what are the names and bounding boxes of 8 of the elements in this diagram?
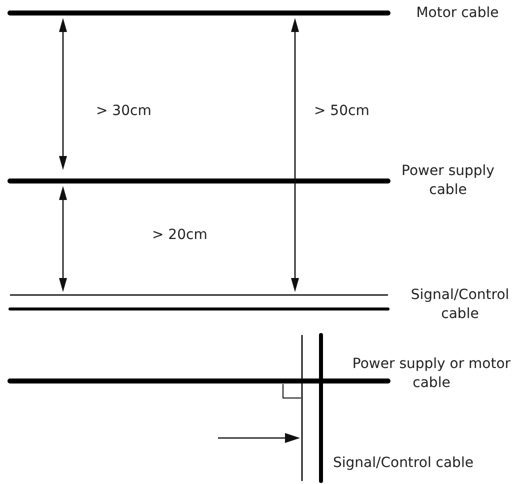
cable-label: Power supply or motor cable [351, 355, 512, 393]
cable-label: Signal/Control cable [410, 286, 510, 324]
dimension-label: > 30cm [96, 102, 152, 121]
cable-label: Power supply cable [400, 162, 496, 200]
cable-label: Motor cable [415, 4, 500, 23]
dimension-label: > 20cm [152, 226, 208, 245]
cable-label: Signal/Control cable [333, 454, 474, 473]
dimension-label: > 50cm [314, 102, 370, 121]
